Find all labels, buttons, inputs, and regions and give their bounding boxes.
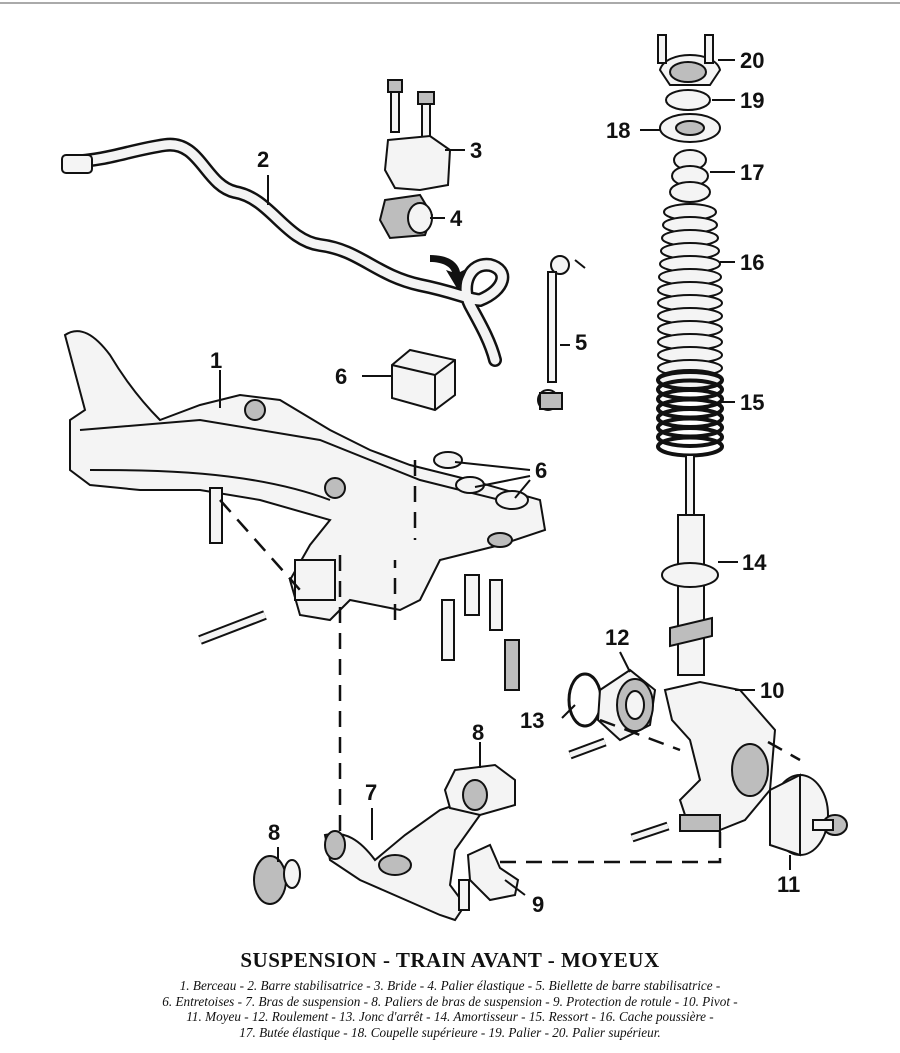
exploded-view-diagram: 1 2 3 4 5 6 6 7 8 8 9 10 11 12 13 14 15 … bbox=[0, 2, 900, 922]
callout-13: 13 bbox=[520, 708, 544, 733]
callout-7: 7 bbox=[365, 780, 377, 805]
callout-4: 4 bbox=[450, 206, 463, 231]
legend-line: 1. Berceau - 2. Barre stabilisatrice - 3… bbox=[179, 978, 721, 993]
control-arm-bushing-front bbox=[253, 855, 301, 905]
callout-8-front: 8 bbox=[268, 820, 280, 845]
shock-absorber bbox=[661, 454, 719, 676]
clamp bbox=[383, 134, 452, 192]
callout-2: 2 bbox=[257, 147, 269, 172]
callout-12: 12 bbox=[605, 625, 629, 650]
callout-5: 5 bbox=[575, 330, 587, 355]
wheel-hub bbox=[769, 773, 848, 857]
callout-6-left: 6 bbox=[335, 364, 347, 389]
dust-boot bbox=[657, 203, 723, 390]
callout-8-rear: 8 bbox=[472, 720, 484, 745]
legend-line: 6. Entretoises - 7. Bras de suspension -… bbox=[162, 993, 738, 1009]
coil-spring bbox=[656, 369, 724, 458]
callout-1: 1 bbox=[210, 348, 222, 373]
wheel-bearing bbox=[596, 668, 657, 742]
top-mount bbox=[657, 34, 722, 86]
legend-line: 17. Butée élastique - 18. Coupelle supér… bbox=[239, 1024, 661, 1040]
callout-9: 9 bbox=[532, 892, 544, 917]
coil-spring-turn bbox=[656, 426, 724, 448]
callout-10: 10 bbox=[760, 678, 784, 703]
subframe bbox=[63, 330, 547, 622]
callout-15: 15 bbox=[740, 390, 764, 415]
control-arm-bushing-rear bbox=[443, 763, 516, 817]
steering-knuckle bbox=[568, 680, 777, 843]
bearing bbox=[665, 89, 711, 111]
stabilizer-bar bbox=[61, 137, 510, 367]
leader-lines bbox=[219, 59, 791, 896]
callout-11: 11 bbox=[777, 872, 800, 897]
assembly-dashed-lines bbox=[219, 460, 801, 864]
callout-20: 20 bbox=[740, 48, 764, 73]
snap-ring bbox=[567, 672, 603, 728]
callout-6-right: 6 bbox=[535, 458, 547, 483]
rubber-bushing bbox=[378, 193, 434, 240]
spacer-block bbox=[391, 348, 456, 412]
bump-stop bbox=[669, 149, 711, 203]
callout-19: 19 bbox=[740, 88, 764, 113]
callout-14: 14 bbox=[742, 550, 767, 575]
callout-17: 17 bbox=[740, 160, 764, 185]
legend-line: 11. Moyeu - 12. Roulement - 13. Jonc d'a… bbox=[186, 1009, 714, 1024]
callout-18: 18 bbox=[606, 118, 630, 143]
assembly-arrow bbox=[430, 255, 468, 290]
callout-3: 3 bbox=[470, 138, 482, 163]
diagram-title: SUSPENSION - TRAIN AVANT - MOYEUX bbox=[240, 948, 660, 972]
clamp-bolts bbox=[387, 79, 435, 143]
subframe-bolts bbox=[198, 487, 520, 691]
ball-joint-cover bbox=[466, 843, 520, 902]
control-arm bbox=[323, 798, 482, 922]
stabilizer-link bbox=[537, 255, 586, 411]
parts-legend: 1. Berceau - 2. Barre stabilisatrice - 3… bbox=[40, 978, 860, 1040]
callout-16: 16 bbox=[740, 250, 764, 275]
